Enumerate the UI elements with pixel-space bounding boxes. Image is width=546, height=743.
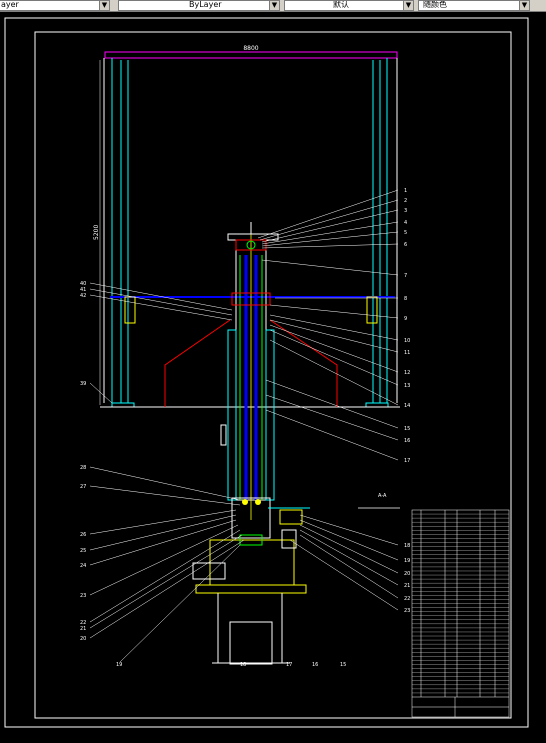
svg-text:23: 23 bbox=[80, 593, 86, 599]
outer-border bbox=[4, 17, 529, 728]
svg-text:15: 15 bbox=[404, 426, 410, 432]
right-bracket bbox=[366, 296, 378, 324]
left-strut bbox=[164, 319, 231, 407]
svg-text:16: 16 bbox=[404, 438, 410, 444]
drawing-canvas[interactable]: 8800 5200 bbox=[0, 12, 546, 739]
svg-text:25: 25 bbox=[80, 548, 86, 554]
svg-text:9: 9 bbox=[404, 316, 407, 322]
svg-text:12: 12 bbox=[404, 370, 410, 376]
parts-list-rows bbox=[412, 513, 509, 694]
svg-text:20: 20 bbox=[404, 571, 410, 577]
right-part-labels: 1 2 3 4 5 6 7 8 9 10 11 12 13 14 15 16 1… bbox=[404, 188, 410, 614]
leader-lines-left bbox=[89, 282, 245, 663]
svg-text:22: 22 bbox=[80, 620, 86, 626]
svg-text:15: 15 bbox=[340, 662, 346, 668]
left-bracket bbox=[124, 296, 136, 324]
svg-text:5: 5 bbox=[404, 230, 407, 236]
base-assembly bbox=[192, 497, 310, 665]
svg-text:40: 40 bbox=[80, 281, 86, 287]
title-block bbox=[411, 509, 510, 718]
dim-height-label: 5200 bbox=[93, 225, 100, 240]
svg-text:4: 4 bbox=[404, 220, 407, 226]
drawing-frame bbox=[34, 31, 512, 719]
color-dropdown[interactable]: 随颜色 ▼ bbox=[418, 0, 530, 11]
svg-text:7: 7 bbox=[404, 273, 407, 279]
chevron-down-icon: ▼ bbox=[403, 1, 413, 10]
layer-dropdown[interactable]: ayer ▼ bbox=[0, 0, 110, 11]
right-strut bbox=[269, 319, 338, 407]
svg-text:6: 6 bbox=[404, 242, 407, 248]
svg-text:41: 41 bbox=[80, 287, 86, 293]
left-part-labels: 40 41 42 39 28 27 26 25 24 23 22 21 20 bbox=[80, 281, 86, 642]
svg-text:14: 14 bbox=[404, 403, 410, 409]
svg-text:20: 20 bbox=[80, 636, 86, 642]
svg-text:16: 16 bbox=[312, 662, 318, 668]
lineweight-dropdown[interactable]: 默认 ▼ bbox=[284, 0, 414, 11]
svg-text:11: 11 bbox=[404, 350, 410, 356]
svg-text:8: 8 bbox=[404, 296, 407, 302]
svg-text:27: 27 bbox=[80, 484, 86, 490]
svg-text:28: 28 bbox=[80, 465, 86, 471]
chevron-down-icon: ▼ bbox=[519, 1, 529, 10]
svg-text:21: 21 bbox=[80, 626, 86, 632]
svg-text:19: 19 bbox=[404, 558, 410, 564]
top-cap bbox=[227, 222, 279, 251]
svg-text:39: 39 bbox=[80, 381, 86, 387]
arm-joint bbox=[231, 292, 271, 306]
svg-text:2: 2 bbox=[404, 198, 407, 204]
svg-text:18: 18 bbox=[404, 543, 410, 549]
svg-text:42: 42 bbox=[80, 293, 86, 299]
svg-text:18: 18 bbox=[240, 662, 246, 668]
properties-toolbar: ayer ▼ ByLayer ▼ 默认 ▼ 随颜色 ▼ bbox=[0, 0, 546, 12]
svg-text:10: 10 bbox=[404, 338, 410, 344]
chevron-down-icon: ▼ bbox=[99, 1, 109, 10]
svg-text:21: 21 bbox=[404, 583, 410, 589]
svg-text:19: 19 bbox=[116, 662, 122, 668]
svg-text:13: 13 bbox=[404, 383, 410, 389]
svg-text:17: 17 bbox=[286, 662, 292, 668]
svg-text:3: 3 bbox=[404, 208, 407, 214]
left-column bbox=[103, 58, 135, 408]
central-column bbox=[220, 228, 275, 520]
svg-text:17: 17 bbox=[404, 458, 410, 464]
linetype-dropdown[interactable]: ByLayer ▼ bbox=[118, 0, 280, 11]
section-mark: A-A bbox=[378, 493, 387, 499]
leader-lines-right bbox=[257, 189, 399, 611]
top-beam bbox=[104, 51, 398, 59]
bottom-part-labels: 19 18 17 16 15 bbox=[116, 662, 346, 668]
svg-text:23: 23 bbox=[404, 608, 410, 614]
svg-text:24: 24 bbox=[80, 563, 86, 569]
chevron-down-icon: ▼ bbox=[269, 1, 279, 10]
cad-drawing: 8800 5200 bbox=[4, 17, 529, 728]
dim-width-label: 8800 bbox=[243, 45, 258, 52]
svg-text:22: 22 bbox=[404, 596, 410, 602]
svg-text:26: 26 bbox=[80, 532, 86, 538]
svg-text:1: 1 bbox=[404, 188, 407, 194]
